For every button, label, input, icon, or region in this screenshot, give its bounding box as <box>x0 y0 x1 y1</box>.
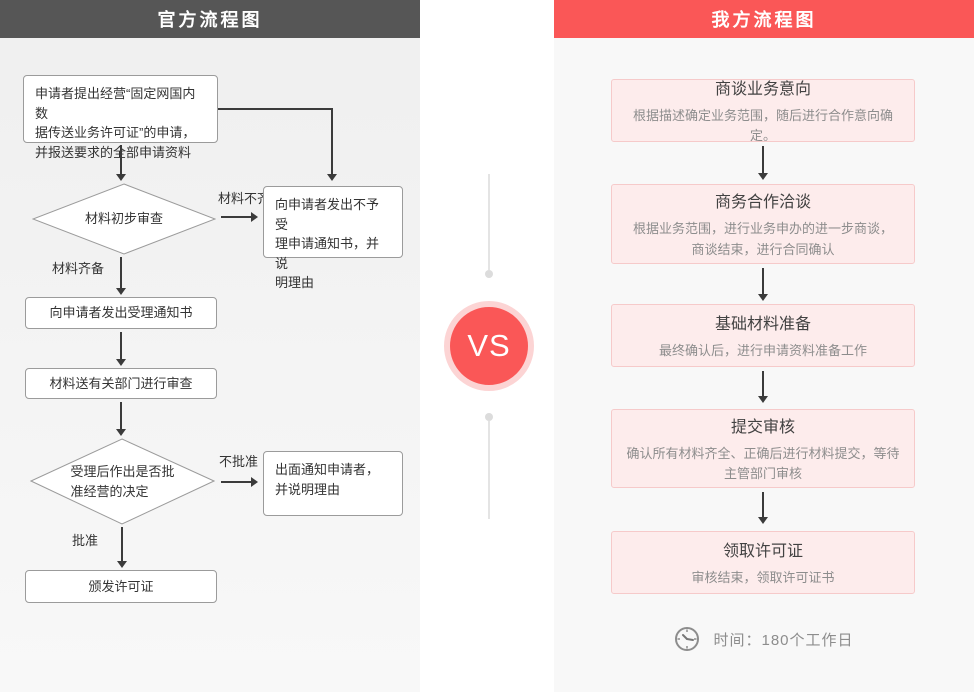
official-flow-panel: 官方流程图 申请者提出经营“固定网国内数 据传送业务许可证”的申请， 并报送要求… <box>0 0 420 692</box>
diamond-shape <box>32 183 216 255</box>
arrow-step2-step3 <box>758 268 768 301</box>
our-step-3-title: 基础材料准备 <box>714 315 811 333</box>
arrow-dept-to-decision <box>116 402 126 436</box>
divider-dot-bottom <box>485 413 493 421</box>
our-step-3-desc: 最终确认后，进行申请资料准备工作 <box>658 342 867 358</box>
our-step-1-title: 商谈业务意向 <box>714 80 811 98</box>
our-step-3: 基础材料准备 最终确认后，进行申请资料准备工作 <box>611 304 915 367</box>
our-step-5-desc: 审核结束，领取许可证书 <box>691 569 835 585</box>
elbow-line-vertical <box>331 108 333 175</box>
decision-approve-diamond: 受理后作出是否批 准经营的决定 <box>30 438 215 525</box>
our-flow-panel: 我方流程图 商谈业务意向 根据描述确定业务范围，随后进行合作意向确定。 商务合作… <box>554 0 974 692</box>
our-step-5: 领取许可证 审核结束，领取许可证书 <box>611 531 915 594</box>
branch-label-not-approved: 不批准 <box>219 454 259 469</box>
branch-label-approved: 批准 <box>72 533 99 548</box>
branch-label-complete: 材料齐备 <box>52 261 105 276</box>
branch-label-incomplete: 材料不齐 <box>218 191 271 206</box>
arrow-complete-branch <box>116 257 126 295</box>
divider-line-bottom <box>488 421 490 519</box>
time-note-text: 时间：180个工作日 <box>713 631 854 649</box>
our-flow-title: 我方流程图 <box>554 0 974 38</box>
decision-approve-label: 受理后作出是否批 准经营的决定 <box>70 464 175 499</box>
our-step-4-title: 提交审核 <box>730 418 795 436</box>
our-step-2: 商务合作洽谈 根据业务范围，进行业务申办的进一步商谈， 商谈结束，进行合同确认 <box>611 184 915 264</box>
arrow-accept-to-dept <box>116 332 126 366</box>
decision-review-label: 材料初步审查 <box>84 211 163 227</box>
divider-line-top <box>488 174 490 270</box>
official-flow-title: 官方流程图 <box>0 0 420 38</box>
arrow-step3-step4 <box>758 371 768 403</box>
reject-inform-box: 出面通知申请者， 并说明理由 <box>263 451 403 516</box>
our-step-5-title: 领取许可证 <box>722 542 803 560</box>
accept-notice-box: 向申请者发出受理通知书 <box>25 297 217 329</box>
reject-notice-box: 向申请者发出不予受 理申请通知书，并说 明理由 <box>263 186 403 290</box>
arrow-apply-to-review <box>116 145 126 181</box>
clock-icon <box>675 627 700 651</box>
step-apply-box: 申请者提出经营“固定网国内数 据传送业务许可证”的申请， 并报送要求的全部申请资… <box>23 75 218 160</box>
arrow-step4-step5 <box>758 492 768 524</box>
arrow-incomplete-branch <box>221 212 258 222</box>
diamond-shape <box>30 438 215 525</box>
our-step-2-desc: 根据业务范围，进行业务申办的进一步商谈， 商谈结束，进行合同确认 <box>632 221 893 257</box>
arrow-step1-step2 <box>758 146 768 180</box>
decision-review-diamond: 材料初步审查 <box>32 183 216 255</box>
our-step-2-title: 商务合作洽谈 <box>714 194 811 212</box>
our-step-4: 提交审核 确认所有材料齐全、正确后进行材料提交，等待 主管部门审核 <box>611 409 915 488</box>
our-step-1-desc: 根据描述确定业务范围，随后进行合作意向确定。 <box>632 107 893 143</box>
arrow-not-approved-branch <box>221 477 258 487</box>
arrow-approved-branch <box>117 527 127 568</box>
issue-license-box: 颁发许可证 <box>25 570 217 603</box>
arrow-head-to-reject-notice <box>327 174 337 181</box>
our-step-4-desc: 确认所有材料齐全、正确后进行材料提交，等待 主管部门审核 <box>626 445 900 481</box>
our-step-1: 商谈业务意向 根据描述确定业务范围，随后进行合作意向确定。 <box>611 79 915 143</box>
dept-review-box: 材料送有关部门进行审查 <box>25 368 217 399</box>
vs-badge: VS <box>444 301 534 391</box>
divider-dot-top <box>485 270 493 278</box>
elbow-line-horizontal <box>218 108 332 110</box>
time-note-row: 时间：180个工作日 <box>554 624 974 654</box>
